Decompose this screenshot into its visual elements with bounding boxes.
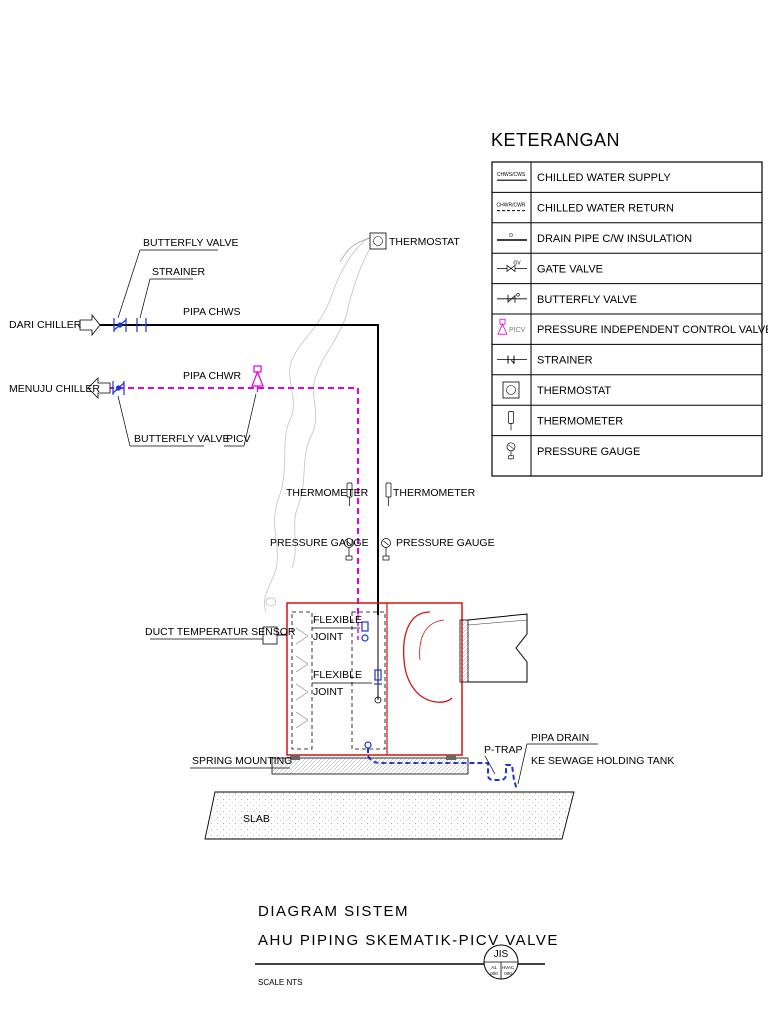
ahu-unit bbox=[262, 602, 528, 775]
drawing-title-2: AHU PIPING SKEMATIK-PICV VALVE bbox=[258, 932, 559, 949]
svg-text:A1: A1 bbox=[491, 965, 497, 970]
label-strainer: STRAINER bbox=[152, 266, 206, 278]
label-butterfly-valve-top: BUTTERFLY VALVE bbox=[143, 237, 239, 249]
label-thermometer-right: THERMOMETER bbox=[393, 487, 476, 499]
smoke-sketch bbox=[264, 237, 373, 613]
svg-text:HVAC: HVAC bbox=[502, 965, 515, 970]
butterfly-valve-icon bbox=[497, 293, 527, 303]
label-pipa-chwr: PIPA CHWR bbox=[183, 370, 242, 382]
legend-label: PRESSURE INDEPENDENT CONTROL VALVE (BALA… bbox=[537, 324, 768, 336]
thermometer-icon bbox=[346, 482, 353, 506]
butterfly-valve-icon bbox=[113, 318, 127, 332]
label-picv: PICV bbox=[226, 433, 251, 445]
drain-line-icon: D bbox=[497, 233, 527, 241]
label-duct-sensor: DUCT TEMPERATUR SENSOR bbox=[145, 626, 296, 638]
label-p-trap: P-TRAP bbox=[484, 744, 523, 756]
drawing-scale: SCALE NTS bbox=[258, 978, 302, 987]
legend-label: CHILLED WATER SUPPLY bbox=[537, 172, 671, 184]
svg-text:GV: GV bbox=[513, 260, 521, 266]
smoke-blob bbox=[265, 597, 277, 607]
label-slab: SLAB bbox=[243, 813, 270, 825]
svg-text:D: D bbox=[509, 233, 513, 239]
butterfly-valve-icon bbox=[112, 381, 125, 395]
label-dari-chiller: DARI CHILLER bbox=[9, 319, 82, 331]
pressure-gauge-icon bbox=[344, 538, 354, 561]
gate-valve-icon: GV bbox=[497, 260, 527, 273]
inlet-arrow-icon bbox=[79, 313, 101, 337]
chws-pipe bbox=[100, 324, 379, 615]
label-pipa-chws: PIPA CHWS bbox=[183, 306, 241, 318]
thermostat-wire bbox=[339, 237, 371, 263]
leader-lines bbox=[117, 249, 598, 785]
legend-label: CHILLED WATER RETURN bbox=[537, 203, 674, 215]
jis-stamp-icon: JIS A1 000 HVAC 000 bbox=[483, 944, 519, 980]
label-joint-top: JOINT bbox=[313, 631, 344, 643]
label-spring-mounting: SPRING MOUNTING bbox=[192, 755, 292, 767]
legend-title: KETERANGAN bbox=[491, 130, 620, 150]
drawing-title-1: DIAGRAM SISTEM bbox=[258, 903, 409, 920]
piping bbox=[79, 232, 518, 791]
legend-label: THERMOSTAT bbox=[537, 385, 611, 397]
label-menuju-chiller: MENUJU CHILLER bbox=[9, 383, 100, 395]
thermometer-icon bbox=[385, 482, 392, 506]
label-butterfly-valve-bottom: BUTTERFLY VALVE bbox=[134, 433, 230, 445]
label-joint-bottom: JOINT bbox=[313, 686, 344, 698]
label-pipa-drain: PIPA DRAIN bbox=[531, 732, 589, 744]
label-pressure-gauge-left: PRESSURE GAUGE bbox=[270, 537, 369, 549]
svg-text:000: 000 bbox=[490, 971, 498, 976]
thermostat-icon bbox=[502, 381, 520, 399]
legend-label: PRESSURE GAUGE bbox=[537, 446, 640, 458]
legend-label: THERMOMETER bbox=[537, 415, 623, 427]
title-block: DIAGRAM SISTEM AHU PIPING SKEMATIK-PICV … bbox=[255, 903, 559, 987]
picv-icon bbox=[251, 365, 264, 392]
legend-label: BUTTERFLY VALVE bbox=[537, 294, 637, 306]
legend-label: GATE VALVE bbox=[537, 263, 603, 275]
thermostat-icon bbox=[369, 232, 387, 250]
drain-outlet-icon bbox=[364, 741, 372, 749]
svg-text:CHWS/CWS: CHWS/CWS bbox=[497, 172, 526, 178]
supply-duct bbox=[467, 613, 528, 683]
svg-text:PICV: PICV bbox=[509, 327, 526, 334]
picv-icon: PICV bbox=[497, 318, 526, 335]
outlet-arrow-icon bbox=[87, 377, 111, 399]
flexible-joint-icon bbox=[374, 669, 382, 704]
label-flexible-bottom: FLEXIBLE bbox=[313, 669, 362, 681]
strainer-icon bbox=[136, 318, 147, 332]
pressure-gauge-icon bbox=[381, 538, 391, 561]
thermometer-icon bbox=[508, 411, 514, 431]
strainer-icon bbox=[497, 355, 527, 364]
label-thermometer-left: THERMOMETER bbox=[286, 487, 369, 499]
legend-label: DRAIN PIPE C/W INSULATION bbox=[537, 233, 692, 245]
label-pressure-gauge-right: PRESSURE GAUGE bbox=[396, 537, 495, 549]
flexible-joint-icon bbox=[361, 621, 369, 642]
chwr-pipe bbox=[88, 387, 359, 615]
pressure-gauge-icon bbox=[506, 442, 516, 460]
chws-line-icon: CHWS/CWS bbox=[497, 172, 527, 181]
label-ke-sewage: KE SEWAGE HOLDING TANK bbox=[531, 755, 674, 767]
legend-label: STRAINER bbox=[537, 355, 593, 367]
fan-housing bbox=[402, 611, 453, 703]
svg-text:CHWR/CWR: CHWR/CWR bbox=[497, 203, 526, 209]
svg-text:JIS: JIS bbox=[494, 949, 509, 960]
label-flexible-top: FLEXIBLE bbox=[313, 614, 362, 626]
label-thermostat: THERMOSTAT bbox=[389, 236, 460, 248]
drain-pipe bbox=[367, 748, 518, 791]
chwr-line-icon: CHWR/CWR bbox=[497, 203, 527, 212]
slab bbox=[204, 791, 575, 840]
svg-text:000: 000 bbox=[504, 971, 512, 976]
